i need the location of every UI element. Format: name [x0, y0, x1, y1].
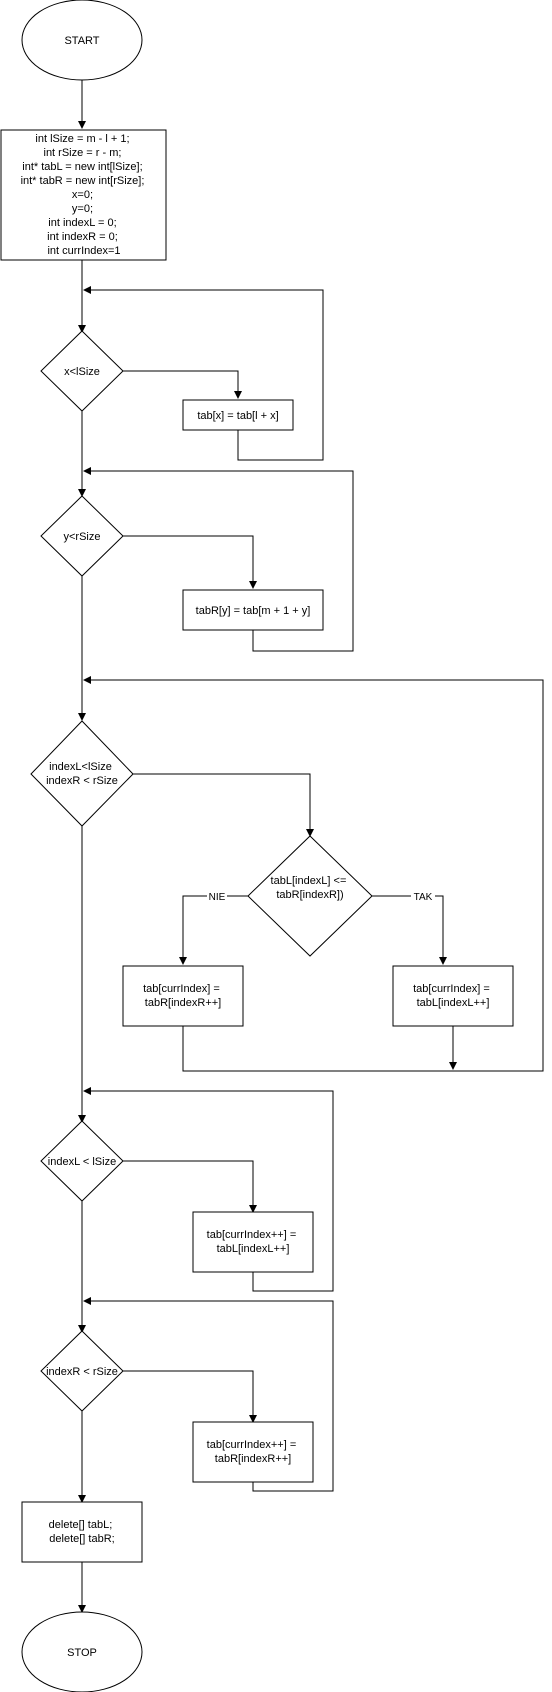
- take-r-label: tab[currIndex] = tabR[indexR++]: [143, 983, 223, 1009]
- edge-cond-merge-to-cond-cmp: [133, 773, 314, 837]
- edge-cond-x-to-copy-l: [123, 370, 242, 399]
- edge-rest-l-loop-back: [83, 1087, 334, 1292]
- edge-label-yes-bg: [411, 890, 435, 902]
- cond-merge-label: indexL<lSize indexR < rSize: [46, 761, 118, 787]
- cond-y-decision: [40, 495, 124, 577]
- cond-rest-l-decision: [40, 1120, 124, 1202]
- cond-x-decision: [40, 330, 124, 412]
- rest-l-process-box: [192, 1211, 314, 1273]
- node-labels: START int lSize = m - l + 1; int rSize =…: [21, 35, 493, 1659]
- edge-labels: NIE TAK: [207, 890, 435, 903]
- cond-y-label: y<rSize: [64, 531, 101, 543]
- cond-cmp-label: tabL[indexL] <= tabR[indexR]): [271, 875, 350, 901]
- cond-rest-r-label: indexR < rSize: [46, 1366, 118, 1378]
- edge-copy-r-loop-back: [83, 467, 354, 652]
- edge-label-no: NIE: [209, 892, 226, 903]
- cond-merge-decision: [30, 720, 134, 827]
- edge-label-yes: TAK: [414, 892, 433, 903]
- stop-terminal: [21, 1611, 143, 1692]
- rest-r-label: tab[currIndex++] = tabR[indexR++]: [207, 1439, 300, 1465]
- start-terminal: [21, 0, 143, 81]
- cond-cmp-decision: [247, 835, 373, 957]
- edge-cond-rest-l-to-rest-l: [123, 1160, 257, 1213]
- edge-cond-cmp-yes: [372, 895, 447, 965]
- init-label: int lSize = m - l + 1; int rSize = r - m…: [21, 133, 148, 257]
- stop-label: STOP: [67, 1647, 97, 1659]
- cleanup-label: delete[] tabL; delete[] tabR;: [49, 1519, 116, 1545]
- edge-label-no-bg: [207, 890, 227, 902]
- copy-r-process-box: [182, 589, 324, 631]
- edge-take-r-to-join: [83, 676, 544, 1072]
- take-r-process-box: [122, 965, 244, 1027]
- edge-cond-rest-r-to-rest-r: [123, 1370, 257, 1423]
- cleanup-process-box: [21, 1501, 143, 1563]
- edge-copy-l-loop-back: [83, 286, 324, 461]
- start-label: START: [64, 35, 99, 47]
- cond-x-label: x<lSize: [64, 366, 100, 378]
- edge-cond-y-to-copy-r: [123, 535, 257, 589]
- rest-r-process-box: [192, 1421, 314, 1483]
- rest-l-label: tab[currIndex++] = tabL[indexL++]: [207, 1229, 300, 1255]
- edge-cond-cmp-no: [179, 895, 248, 965]
- edges: [78, 80, 544, 1613]
- cond-rest-l-label: indexL < lSize: [48, 1156, 116, 1168]
- edge-rest-r-loop-back: [83, 1297, 334, 1492]
- copy-l-process-box: [182, 399, 294, 431]
- init-process-box: [0, 129, 167, 261]
- copy-r-label: tabR[y] = tab[m + 1 + y]: [196, 605, 311, 617]
- take-l-process-box: [392, 965, 514, 1027]
- copy-l-label: tab[x] = tab[l + x]: [197, 410, 278, 422]
- cond-rest-r-decision: [40, 1330, 124, 1412]
- nodes: [0, 0, 514, 1692]
- take-l-label: tab[currIndex] = tabL[indexL++]: [413, 983, 493, 1009]
